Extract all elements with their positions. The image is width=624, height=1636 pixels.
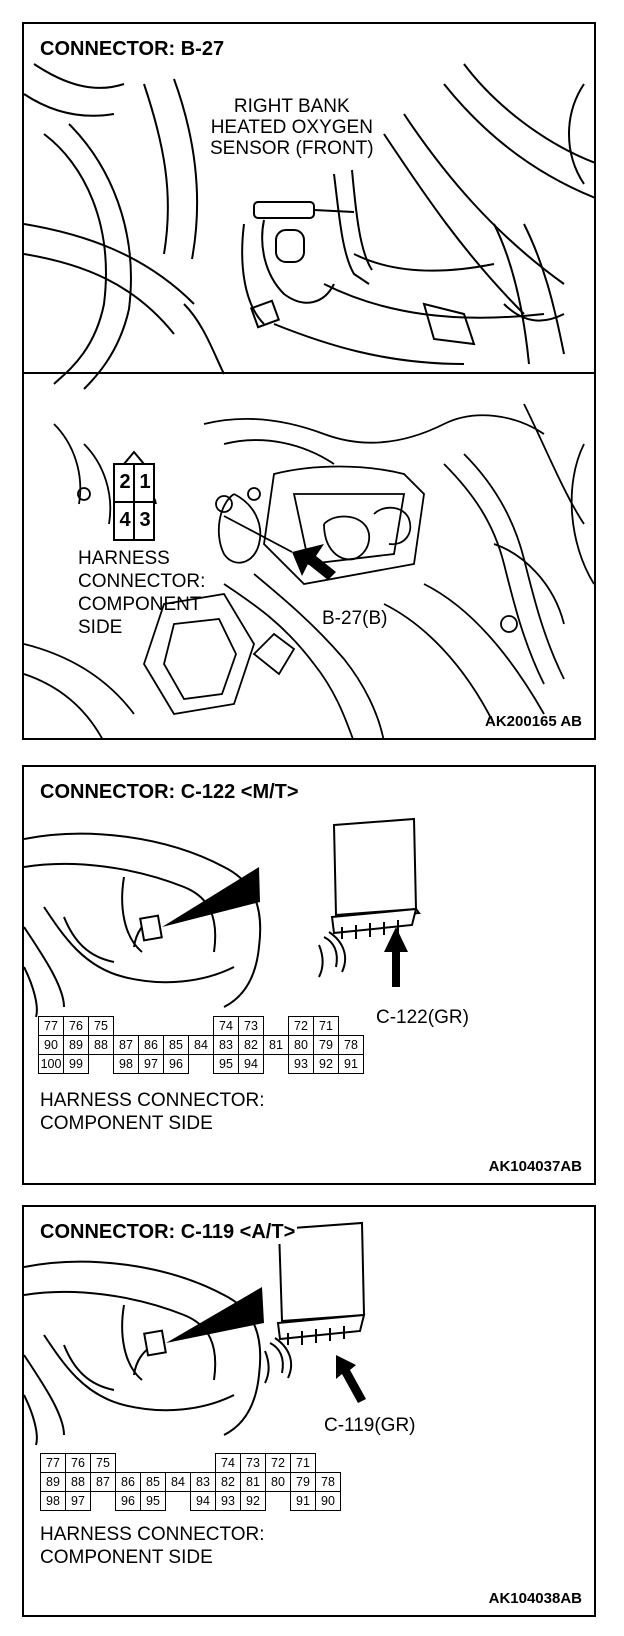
pin-gap (116, 1454, 141, 1473)
pin-cell: 72 (288, 1016, 314, 1036)
harness-connector-label: HARNESS CONNECTOR: COMPONENT SIDE (40, 1523, 265, 1569)
b27-connector-face (113, 450, 155, 541)
pin-cell: 73 (240, 1453, 266, 1473)
pin-cell: 84 (165, 1472, 191, 1492)
pin-gap (189, 1017, 214, 1036)
pin-cell: 71 (313, 1016, 339, 1036)
pin-cell: 83 (213, 1035, 239, 1055)
pin-gap (91, 1492, 116, 1511)
pin-cell: 97 (65, 1491, 91, 1511)
pin-cell: 92 (313, 1054, 339, 1074)
pin-cell: 98 (40, 1491, 66, 1511)
pin-cell: 75 (88, 1016, 114, 1036)
pin-cell: 95 (140, 1491, 166, 1511)
pin-cell: 84 (188, 1035, 214, 1055)
dashboard-illustration (24, 817, 421, 1018)
figure-code: AK104037AB (488, 1158, 582, 1175)
pin-gap (166, 1454, 191, 1473)
pin-cell: 97 (138, 1054, 164, 1074)
pin-cell: 98 (113, 1054, 139, 1074)
pin-cell: 90 (315, 1491, 341, 1511)
c119-callout: C-119(GR) (324, 1415, 416, 1436)
pin-cell: 76 (63, 1016, 89, 1036)
pin-gap (141, 1454, 166, 1473)
figure-code: AK200165 AB (485, 713, 582, 730)
pin-gap (264, 1055, 289, 1074)
harness-connector-label: HARNESS CONNECTOR: COMPONENT SIDE (78, 548, 206, 638)
pin-cell: 96 (163, 1054, 189, 1074)
connector-b27-panel: CONNECTOR: B-27 RIGHT BANK HEATED OXYGEN… (22, 22, 596, 740)
pin-gap (264, 1017, 289, 1036)
pin-cell: 88 (65, 1472, 91, 1492)
pin-cell: 83 (190, 1472, 216, 1492)
pin-cell: 71 (290, 1453, 316, 1473)
pin-cell: 76 (65, 1453, 91, 1473)
pin-cell: 73 (238, 1016, 264, 1036)
pin-cell: 77 (40, 1453, 66, 1473)
pin-cell: 82 (215, 1472, 241, 1492)
pin-cell: 87 (90, 1472, 116, 1492)
pin-gap (189, 1055, 214, 1074)
pin-cell: 96 (115, 1491, 141, 1511)
b27-callout: B-27(B) (322, 608, 388, 629)
pin-cell: 95 (213, 1054, 239, 1074)
pin-gap (191, 1454, 216, 1473)
pin-cell: 99 (63, 1054, 89, 1074)
pin-cell: 86 (138, 1035, 164, 1055)
c122-callout: C-122(GR) (376, 1007, 469, 1028)
pin-cell: 90 (38, 1035, 64, 1055)
pin-gap (266, 1492, 291, 1511)
pin-cell: 74 (213, 1016, 239, 1036)
pin-cell: 91 (338, 1054, 364, 1074)
pin-cell: 89 (40, 1472, 66, 1492)
dashboard-illustration (24, 1221, 366, 1446)
pin-cell: 74 (215, 1453, 241, 1473)
panel-title: CONNECTOR: C-122 <M/T> (38, 781, 301, 804)
pin-cell: 80 (265, 1472, 291, 1492)
figure-code: AK104038AB (488, 1590, 582, 1607)
pin-cell: 91 (290, 1491, 316, 1511)
pin-cell: 92 (240, 1491, 266, 1511)
pin-4: 4 (119, 509, 131, 531)
pin-cell: 86 (115, 1472, 141, 1492)
pin-cell: 81 (263, 1035, 289, 1055)
pin-1: 1 (139, 471, 151, 493)
pin-gap (164, 1017, 189, 1036)
pin-gap (139, 1017, 164, 1036)
pin-cell: 93 (288, 1054, 314, 1074)
pin-cell: 100 (38, 1054, 64, 1074)
panel-title: CONNECTOR: B-27 (38, 38, 227, 61)
pin-cell: 87 (113, 1035, 139, 1055)
pin-gap (114, 1017, 139, 1036)
pin-cell: 82 (238, 1035, 264, 1055)
harness-connector-label: HARNESS CONNECTOR: COMPONENT SIDE (40, 1089, 265, 1135)
pin-cell: 80 (288, 1035, 314, 1055)
pin-cell: 81 (240, 1472, 266, 1492)
engine-bay-illustration (24, 63, 594, 738)
sensor-label: RIGHT BANK HEATED OXYGEN SENSOR (FRONT) (210, 96, 374, 159)
pin-cell: 77 (38, 1016, 64, 1036)
pin-cell: 78 (315, 1472, 341, 1492)
pin-3: 3 (139, 509, 151, 531)
pin-cell: 85 (163, 1035, 189, 1055)
pin-gap (89, 1055, 114, 1074)
pin-cell: 89 (63, 1035, 89, 1055)
panel-title: CONNECTOR: C-119 <A/T> (38, 1221, 298, 1244)
pin-cell: 93 (215, 1491, 241, 1511)
pin-cell: 85 (140, 1472, 166, 1492)
pin-cell: 88 (88, 1035, 114, 1055)
pin-cell: 94 (238, 1054, 264, 1074)
pin-cell: 94 (190, 1491, 216, 1511)
pin-cell: 72 (265, 1453, 291, 1473)
pin-gap (166, 1492, 191, 1511)
pin-2: 2 (119, 471, 131, 493)
pin-cell: 79 (290, 1472, 316, 1492)
pin-cell: 75 (90, 1453, 116, 1473)
pin-cell: 78 (338, 1035, 364, 1055)
pin-cell: 79 (313, 1035, 339, 1055)
